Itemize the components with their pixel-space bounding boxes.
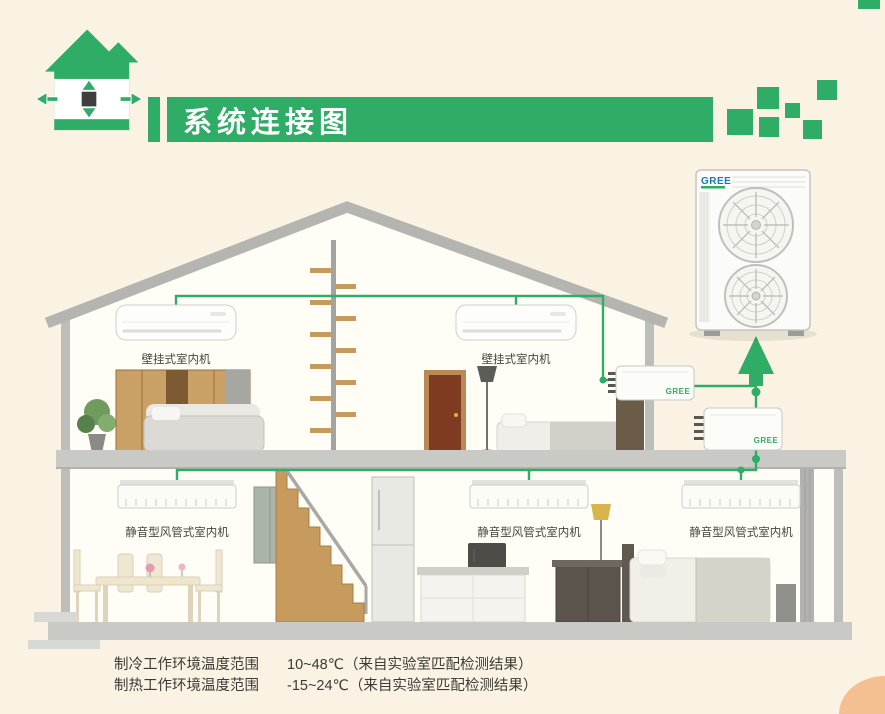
down-arrow-icon (82, 108, 96, 118)
branch-distribution-box-upper: GREE (608, 365, 695, 401)
pixel-square (759, 117, 779, 137)
wall-unit-left-label: 壁挂式室内机 (142, 352, 211, 366)
refrigerator (371, 476, 415, 623)
cooling-range-row: 制冷工作环境温度范围 10~48℃（来自实验室匹配检测结果） (114, 655, 537, 676)
pixel-square (727, 109, 753, 135)
roof (44, 201, 669, 329)
pixel-square (757, 87, 779, 109)
duct-unit-right-label: 静音型风管式室内机 (689, 525, 793, 539)
heating-range-row: 制热工作环境温度范围 -15~24℃（来自实验室匹配检测结果） (114, 676, 537, 697)
duct-indoor-unit-right (681, 480, 801, 509)
pixel-square (858, 0, 880, 9)
fan-grille-top (718, 187, 794, 263)
right-wall-lower (834, 468, 843, 624)
brand-label: GREE (666, 387, 691, 396)
ground-slab (48, 622, 852, 640)
wall-column (800, 468, 814, 622)
dresser (552, 560, 624, 623)
duct-indoor-unit-left (117, 480, 237, 509)
wall-unit-right-label: 壁挂式室内机 (482, 352, 551, 366)
house-arrows-icon (35, 29, 143, 131)
dining-set (73, 549, 223, 622)
temperature-notes: 制冷工作环境温度范围 10~48℃（来自实验室匹配检测结果） 制热工作环境温度范… (114, 655, 537, 697)
pixel-square (785, 103, 800, 118)
pixel-square (803, 120, 822, 139)
entry-step (34, 612, 78, 622)
up-arrow-icon (82, 80, 96, 90)
left-arrow-icon (35, 91, 59, 107)
cooling-range-label: 制冷工作环境温度范围 (114, 657, 259, 673)
duct-indoor-unit-mid (469, 480, 589, 509)
fan-grille-bottom (724, 264, 788, 328)
heating-range-label: 制热工作环境温度范围 (114, 678, 259, 694)
banner-tab (148, 97, 160, 142)
brand-label: GREE (754, 436, 779, 445)
flow-arrow-icon (738, 336, 774, 386)
outdoor-unit: GREE (689, 169, 817, 341)
interior-door (424, 370, 466, 452)
brand-label: GREE (701, 176, 731, 187)
duct-unit-mid-label: 静音型风管式室内机 (477, 525, 581, 539)
heating-range-value: -15~24℃（来自实验室匹配检测结果） (287, 678, 538, 694)
side-table (776, 584, 796, 622)
pixel-square (817, 80, 837, 100)
sofa-bed-upper (143, 404, 265, 453)
page-title: 系统连接图 (183, 106, 354, 139)
cooling-range-value: 10~48℃（来自实验室匹配检测结果） (287, 657, 533, 673)
branch-distribution-box-lower: GREE (694, 407, 783, 451)
pipe-junction-dots (599, 376, 761, 474)
left-wall (61, 316, 70, 624)
wall-indoor-unit-right (455, 304, 577, 341)
floor-lamp-lower (591, 504, 611, 560)
plant (77, 399, 116, 453)
wall-indoor-unit-left (115, 304, 237, 341)
right-arrow-icon (119, 91, 143, 107)
duct-unit-left-label: 静音型风管式室内机 (125, 525, 229, 539)
section-banner: 系统连接图 (167, 97, 713, 142)
staircase (272, 451, 368, 623)
floor-slab (56, 450, 846, 468)
spiral-staircase (310, 240, 356, 452)
brand-house-logo (30, 24, 148, 132)
bed-lower (622, 544, 771, 623)
